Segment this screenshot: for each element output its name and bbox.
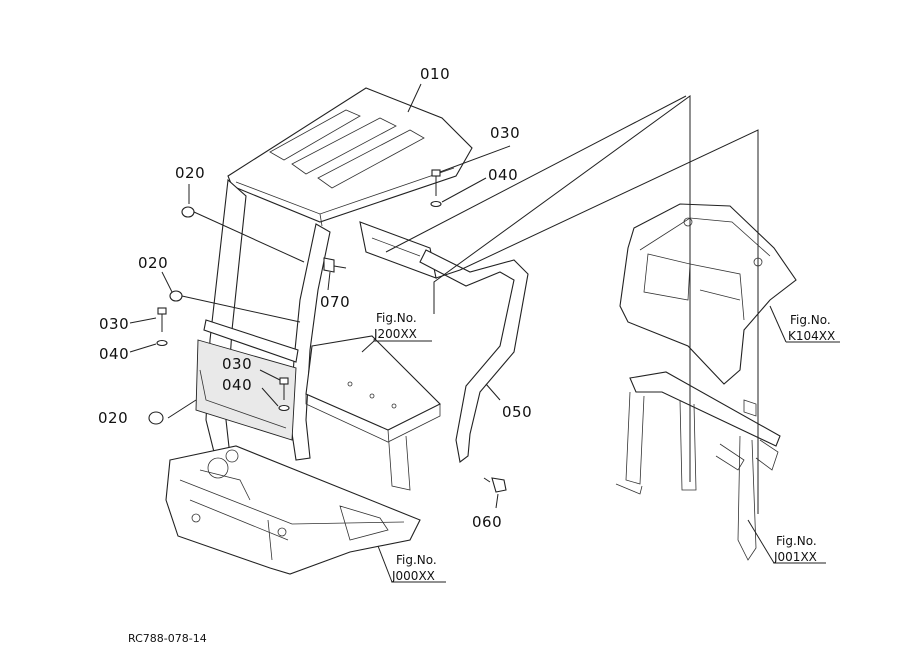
part-label-040-b: 040 [99, 345, 129, 363]
fig-ref-k104-code: K104XX [788, 329, 835, 343]
bolt-060 [483, 477, 507, 493]
bolt-030-mid [278, 377, 290, 412]
part-label-020-c: 020 [98, 409, 128, 427]
fig-ref-j000-code: J000XX [391, 569, 435, 583]
bolt-030-top [430, 169, 442, 208]
part-label-040-c: 040 [222, 376, 252, 394]
leader-lines [129, 83, 840, 583]
part-label-040-a: 040 [488, 166, 518, 184]
base-frame [165, 445, 421, 575]
cap-020-c [148, 411, 164, 425]
part-label-030-c: 030 [222, 355, 252, 373]
bolt-030-left [156, 307, 168, 347]
fig-ref-j000-label: Fig.No. [396, 553, 437, 567]
part-label-020-a: 020 [175, 164, 205, 182]
part-label-010: 010 [420, 65, 450, 83]
fig-ref-k104-label: Fig.No. [790, 313, 831, 327]
part-label-020-b: 020 [138, 254, 168, 272]
part-label-060: 060 [472, 513, 502, 531]
fig-ref-j200-label: Fig.No. [376, 311, 417, 325]
part-label-070: 070 [320, 293, 350, 311]
frame-assembly [615, 371, 781, 561]
bolt-070 [323, 257, 347, 273]
part-label-030-a: 030 [490, 124, 520, 142]
handle-bar [419, 249, 529, 463]
drawing-code: RC788-078-14 [128, 632, 207, 645]
part-label-050: 050 [502, 403, 532, 421]
canopy-frame [195, 87, 473, 461]
part-label-030-b: 030 [99, 315, 129, 333]
fig-ref-j001-code: J001XX [773, 550, 817, 564]
cap-020-a [181, 206, 195, 218]
fig-ref-j200-code: J200XX [373, 327, 417, 341]
fender-assembly [619, 203, 797, 385]
fig-ref-j001-label: Fig.No. [776, 534, 817, 548]
cap-020-b [169, 290, 183, 302]
seat-plate [305, 335, 441, 491]
